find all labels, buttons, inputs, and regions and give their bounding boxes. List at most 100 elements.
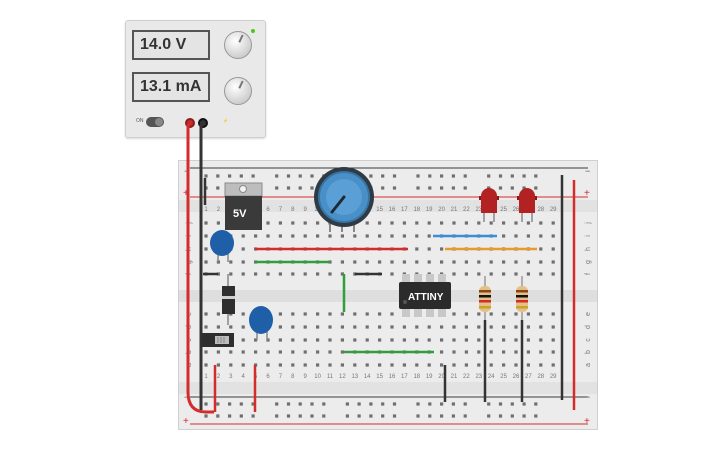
breadboard-hole[interactable]: [390, 363, 394, 367]
breadboard-hole[interactable]: [310, 186, 314, 190]
breadboard-hole[interactable]: [254, 234, 258, 238]
breadboard-hole[interactable]: [514, 338, 518, 342]
breadboard-hole[interactable]: [539, 247, 543, 251]
breadboard-hole[interactable]: [303, 338, 307, 342]
breadboard-hole[interactable]: [275, 402, 279, 406]
breadboard-hole[interactable]: [216, 186, 220, 190]
breadboard-hole[interactable]: [310, 414, 314, 418]
breadboard-hole[interactable]: [328, 363, 332, 367]
breadboard-hole[interactable]: [390, 260, 394, 264]
breadboard-hole[interactable]: [526, 363, 530, 367]
breadboard-hole[interactable]: [275, 414, 279, 418]
breadboard-hole[interactable]: [534, 414, 538, 418]
breadboard-hole[interactable]: [502, 325, 506, 329]
breadboard-hole[interactable]: [440, 350, 444, 354]
breadboard-hole[interactable]: [241, 260, 245, 264]
breadboard-hole[interactable]: [229, 325, 233, 329]
breadboard-hole[interactable]: [204, 234, 208, 238]
breadboard-hole[interactable]: [228, 402, 232, 406]
breadboard-hole[interactable]: [340, 234, 344, 238]
breadboard-hole[interactable]: [510, 174, 514, 178]
breadboard-hole[interactable]: [340, 363, 344, 367]
breadboard-hole[interactable]: [452, 312, 456, 316]
breadboard-hole[interactable]: [303, 312, 307, 316]
breadboard-hole[interactable]: [510, 414, 514, 418]
breadboard-hole[interactable]: [216, 414, 220, 418]
breadboard-hole[interactable]: [345, 414, 349, 418]
breadboard-hole[interactable]: [427, 234, 431, 238]
breadboard-hole[interactable]: [291, 338, 295, 342]
breadboard-hole[interactable]: [229, 363, 233, 367]
breadboard-hole[interactable]: [381, 402, 385, 406]
breadboard-hole[interactable]: [303, 234, 307, 238]
breadboard-hole[interactable]: [275, 174, 279, 178]
breadboard-hole[interactable]: [392, 414, 397, 418]
breadboard-hole[interactable]: [440, 325, 444, 329]
breadboard-hole[interactable]: [204, 325, 208, 329]
breadboard-hole[interactable]: [381, 174, 385, 178]
breadboard-hole[interactable]: [526, 272, 530, 276]
breadboard-hole[interactable]: [477, 325, 481, 329]
breadboard-hole[interactable]: [477, 350, 481, 354]
breadboard-hole[interactable]: [378, 338, 382, 342]
ceramic-capacitor-2[interactable]: [249, 306, 273, 340]
breadboard-hole[interactable]: [278, 234, 282, 238]
breadboard-hole[interactable]: [278, 221, 282, 225]
breadboard-hole[interactable]: [390, 221, 394, 225]
breadboard-hole[interactable]: [428, 174, 432, 178]
breadboard-hole[interactable]: [369, 174, 373, 178]
breadboard-hole[interactable]: [526, 350, 530, 354]
breadboard-hole[interactable]: [316, 234, 320, 238]
breadboard-hole[interactable]: [440, 363, 444, 367]
breadboard-hole[interactable]: [452, 260, 456, 264]
breadboard-hole[interactable]: [427, 338, 431, 342]
breadboard-hole[interactable]: [303, 272, 307, 276]
breadboard-hole[interactable]: [539, 325, 543, 329]
breadboard-hole[interactable]: [522, 402, 526, 406]
breadboard-hole[interactable]: [502, 260, 506, 264]
breadboard-hole[interactable]: [254, 350, 258, 354]
red-led-1[interactable]: [479, 188, 499, 222]
breadboard-hole[interactable]: [514, 363, 518, 367]
potentiometer[interactable]: [314, 167, 374, 232]
breadboard-hole[interactable]: [463, 186, 467, 190]
resistor-2[interactable]: [516, 276, 528, 320]
breadboard-hole[interactable]: [239, 402, 243, 406]
breadboard-hole[interactable]: [440, 402, 444, 406]
breadboard-hole[interactable]: [278, 363, 282, 367]
breadboard-hole[interactable]: [551, 272, 555, 276]
breadboard-hole[interactable]: [539, 221, 543, 225]
breadboard-hole[interactable]: [266, 338, 270, 342]
breadboard-hole[interactable]: [440, 221, 444, 225]
voltage-regulator[interactable]: 5V: [224, 182, 263, 230]
breadboard-hole[interactable]: [266, 234, 270, 238]
breadboard-hole[interactable]: [228, 414, 232, 418]
breadboard-hole[interactable]: [402, 234, 406, 238]
breadboard-hole[interactable]: [340, 325, 344, 329]
breadboard-hole[interactable]: [328, 272, 332, 276]
breadboard-hole[interactable]: [392, 402, 397, 406]
breadboard-hole[interactable]: [464, 312, 468, 316]
breadboard-hole[interactable]: [402, 325, 406, 329]
breadboard-hole[interactable]: [489, 260, 493, 264]
breadboard-hole[interactable]: [463, 174, 467, 178]
breadboard-hole[interactable]: [489, 338, 493, 342]
breadboard-hole[interactable]: [514, 234, 518, 238]
breadboard-hole[interactable]: [340, 272, 344, 276]
breadboard-hole[interactable]: [498, 402, 503, 406]
breadboard-hole[interactable]: [539, 312, 543, 316]
breadboard-hole[interactable]: [365, 338, 369, 342]
breadboard-hole[interactable]: [526, 338, 530, 342]
breadboard-hole[interactable]: [514, 272, 518, 276]
breadboard-hole[interactable]: [204, 363, 208, 367]
breadboard-hole[interactable]: [402, 221, 406, 225]
breadboard-hole[interactable]: [440, 247, 444, 251]
breadboard-hole[interactable]: [316, 272, 320, 276]
breadboard-hole[interactable]: [298, 402, 302, 406]
red-power-wire[interactable]: [186, 124, 214, 414]
breadboard-hole[interactable]: [463, 402, 467, 406]
breadboard-hole[interactable]: [514, 221, 518, 225]
breadboard-hole[interactable]: [298, 414, 302, 418]
breadboard-hole[interactable]: [551, 247, 555, 251]
breadboard-hole[interactable]: [416, 186, 420, 190]
